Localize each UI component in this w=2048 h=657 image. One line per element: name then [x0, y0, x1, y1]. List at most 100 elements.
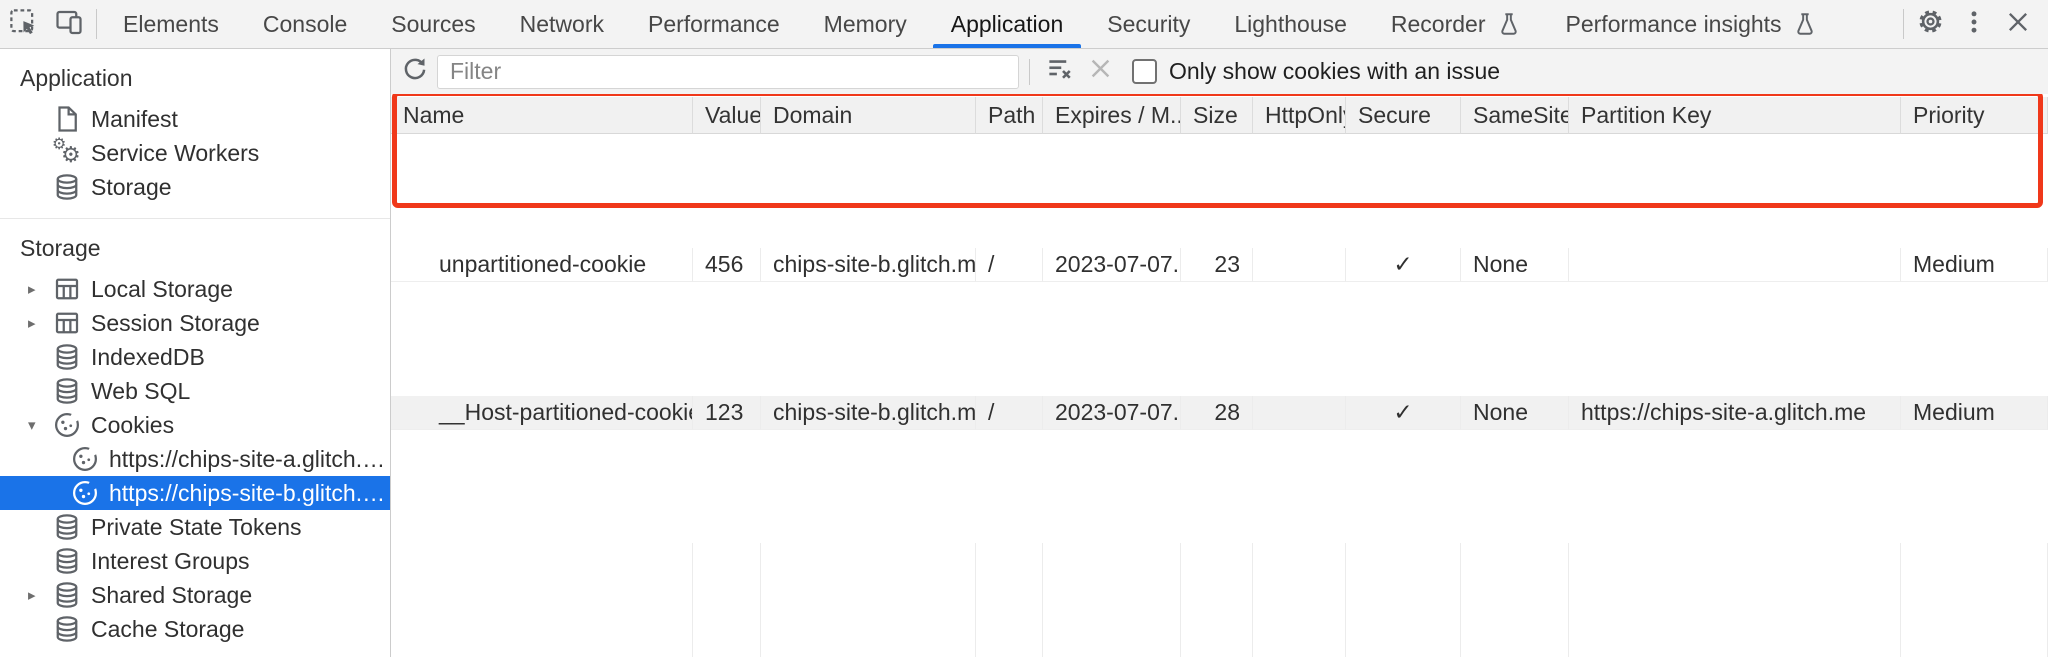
cookie-cell-path[interactable]: /	[976, 247, 1043, 282]
column-header-value[interactable]: Value	[693, 97, 761, 134]
cookie-icon	[70, 478, 100, 508]
tab-label: Performance insights	[1565, 10, 1782, 37]
column-header-size[interactable]: Size	[1181, 97, 1253, 134]
sidebar-item-cookies[interactable]: ▾ Cookies	[0, 408, 390, 442]
chevron-collapsed-icon[interactable]: ▸	[28, 314, 36, 332]
clear-filter-icon	[1045, 54, 1075, 90]
tab-label: Recorder	[1390, 10, 1486, 37]
table-filler-column	[1181, 543, 1253, 657]
cookie-icon	[70, 444, 100, 474]
tab-elements[interactable]: Elements	[101, 0, 241, 48]
clear-all-button[interactable]	[1080, 52, 1120, 92]
sidebar-item-manifest[interactable]: Manifest	[0, 102, 390, 136]
table-filler-column	[1346, 543, 1461, 657]
kebab-menu-icon	[1960, 8, 1988, 41]
cookies-pane: Only show cookies with an issue NameValu…	[391, 49, 2048, 657]
column-header-path[interactable]: Path	[976, 97, 1043, 134]
sidebar-item-private-state-tokens[interactable]: Private State Tokens	[0, 510, 390, 544]
tab-recorder[interactable]: Recorder	[1369, 0, 1544, 48]
tab-network[interactable]: Network	[498, 0, 626, 48]
column-header-secure[interactable]: Secure	[1346, 97, 1461, 134]
tab-label: Console	[262, 10, 348, 37]
close-devtools-button[interactable]	[1996, 0, 2040, 48]
chevron-expanded-icon[interactable]: ▾	[28, 416, 36, 434]
tab-lighthouse[interactable]: Lighthouse	[1212, 0, 1369, 48]
inspect-element-button[interactable]	[0, 0, 46, 48]
tab-security[interactable]: Security	[1085, 0, 1212, 48]
refresh-button[interactable]	[395, 52, 435, 92]
tab-sources[interactable]: Sources	[369, 0, 497, 48]
cookie-cell-size[interactable]: 28	[1181, 395, 1253, 430]
tab-application[interactable]: Application	[929, 0, 1086, 48]
sidebar-item-label: Cookies	[91, 411, 175, 438]
sidebar-item-https-chips-site-b-glitch-me[interactable]: https://chips-site-b.glitch.me	[0, 476, 390, 510]
cookie-cell-priority[interactable]: Medium	[1901, 395, 2048, 430]
tab-console[interactable]: Console	[241, 0, 369, 48]
clear-filter-button[interactable]	[1040, 52, 1080, 92]
sidebar-item-web-sql[interactable]: Web SQL	[0, 374, 390, 408]
cookie-cell-path[interactable]: /	[976, 395, 1043, 430]
chevron-collapsed-icon[interactable]: ▸	[28, 280, 36, 298]
settings-button[interactable]	[1908, 0, 1952, 48]
cookie-cell-partition-key[interactable]: https://chips-site-a.glitch.me	[1569, 395, 1901, 430]
toolbar-divider	[96, 9, 97, 39]
only-issue-cookies-checkbox[interactable]	[1132, 59, 1157, 84]
cookie-cell-samesite[interactable]: None	[1461, 247, 1569, 282]
sidebar-item-label: https://chips-site-a.glitch.me	[109, 445, 390, 472]
column-header-expires-m[interactable]: Expires / M...	[1043, 97, 1181, 134]
chevron-collapsed-icon[interactable]: ▸	[28, 586, 36, 604]
cookie-cell-size[interactable]: 23	[1181, 247, 1253, 282]
sidebar-item-storage[interactable]: Storage	[0, 170, 390, 204]
sidebar-item-label: Session Storage	[91, 309, 260, 336]
toolbar-right-controls	[1899, 0, 2048, 48]
table-filler-column	[976, 543, 1043, 657]
cookie-cell-httponly[interactable]	[1253, 395, 1346, 430]
cookie-cell-domain[interactable]: chips-site-b.glitch.me	[761, 395, 976, 430]
cookie-cell-name[interactable]: __Host-partitioned-cookie	[391, 395, 693, 430]
cookie-cell-secure[interactable]: ✓	[1346, 247, 1461, 282]
sidebar-item-indexeddb[interactable]: IndexedDB	[0, 340, 390, 374]
sidebar-section-title: Storage	[20, 235, 101, 261]
column-header-httponly[interactable]: HttpOnly	[1253, 97, 1346, 134]
tab-memory[interactable]: Memory	[802, 0, 929, 48]
sidebar-item-https-chips-site-a-glitch-me[interactable]: https://chips-site-a.glitch.me	[0, 442, 390, 476]
cookie-cell-httponly[interactable]	[1253, 247, 1346, 282]
sidebar-item-session-storage[interactable]: ▸ Session Storage	[0, 306, 390, 340]
sidebar-item-label: Manifest	[91, 105, 178, 132]
cookie-cell-secure[interactable]: ✓	[1346, 395, 1461, 430]
tab-performance[interactable]: Performance	[626, 0, 802, 48]
cookie-cell-priority[interactable]: Medium	[1901, 247, 2048, 282]
sidebar-item-interest-groups[interactable]: Interest Groups	[0, 544, 390, 578]
service-worker-icon: ⚙⚙	[52, 134, 81, 168]
column-header-domain[interactable]: Domain	[761, 97, 976, 134]
cookie-cell-value[interactable]: 123	[693, 395, 761, 430]
table-filler-column	[1043, 543, 1181, 657]
sidebar-item-local-storage[interactable]: ▸ Local Storage	[0, 272, 390, 306]
column-header-priority[interactable]: Priority	[1901, 97, 2048, 134]
database-icon	[52, 546, 82, 576]
cookie-cell-expires-m[interactable]: 2023-07-07...	[1043, 247, 1181, 282]
document-icon	[52, 104, 82, 134]
cookie-cell-samesite[interactable]: None	[1461, 395, 1569, 430]
more-options-button[interactable]	[1952, 0, 1996, 48]
cookie-cell-name[interactable]: unpartitioned-cookie	[391, 247, 693, 282]
cookie-cell-value[interactable]: 456	[693, 247, 761, 282]
column-header-name[interactable]: Name	[391, 97, 693, 134]
cookies-filter-bar: Only show cookies with an issue	[391, 49, 2048, 94]
sidebar-item-service-workers[interactable]: ⚙⚙Service Workers	[0, 136, 390, 170]
sidebar-item-shared-storage[interactable]: ▸Shared Storage	[0, 578, 390, 612]
sidebar-item-cache-storage[interactable]: Cache Storage	[0, 612, 390, 646]
tab-performance-insights[interactable]: Performance insights	[1544, 0, 1840, 48]
toggle-device-toolbar-button[interactable]	[46, 0, 92, 48]
sidebar-item-label: Local Storage	[91, 275, 233, 302]
cookie-cell-partition-key[interactable]	[1569, 247, 1901, 282]
cookie-cell-domain[interactable]: chips-site-b.glitch.me	[761, 247, 976, 282]
cookie-cell-expires-m[interactable]: 2023-07-07...	[1043, 395, 1181, 430]
experiment-flask-icon	[1496, 11, 1522, 37]
filter-input[interactable]	[437, 54, 1019, 89]
column-header-partition-key[interactable]: Partition Key	[1569, 97, 1901, 134]
column-header-samesite[interactable]: SameSite	[1461, 97, 1569, 134]
gear-icon	[1915, 6, 1946, 42]
